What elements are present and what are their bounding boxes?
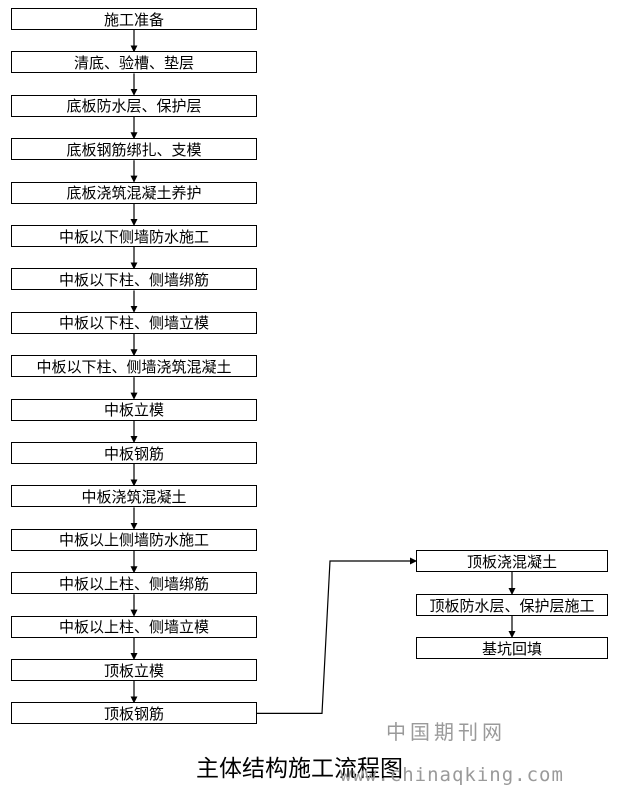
left-step-10: 中板立模 xyxy=(11,398,257,421)
left-step-2: 清底、验槽、垫层 xyxy=(11,51,257,74)
left-step-7: 中板以下柱、侧墙绑筋 xyxy=(11,268,257,291)
left-step-14: 中板以上柱、侧墙绑筋 xyxy=(11,572,257,595)
left-step-13: 中板以上侧墙防水施工 xyxy=(11,528,257,551)
left-step-15: 中板以上柱、侧墙立模 xyxy=(11,615,257,638)
left-step-9: 中板以下柱、侧墙浇筑混凝土 xyxy=(11,355,257,378)
flow-connector-left-to-right xyxy=(257,557,417,715)
left-step-12: 中板浇筑混凝土 xyxy=(11,485,257,508)
left-step-3: 底板防水层、保护层 xyxy=(11,94,257,117)
left-step-1: 施工准备 xyxy=(11,8,257,30)
left-step-6: 中板以下侧墙防水施工 xyxy=(11,225,257,247)
left-step-11: 中板钢筋 xyxy=(11,442,257,464)
left-step-17: 顶板钢筋 xyxy=(11,702,257,725)
left-step-4: 底板钢筋绑扎、支模 xyxy=(11,138,257,161)
watermark-url: www.chinaqking.com xyxy=(340,764,564,786)
left-step-16: 顶板立模 xyxy=(11,659,257,681)
right-step-2: 顶板防水层、保护层施工 xyxy=(416,594,608,616)
watermark-cn: 中国期刊网 xyxy=(386,720,506,744)
left-step-5: 底板浇筑混凝土养护 xyxy=(11,181,257,204)
right-step-3: 基坑回填 xyxy=(416,637,608,659)
left-step-8: 中板以下柱、侧墙立模 xyxy=(11,311,257,334)
right-step-1: 顶板浇混凝土 xyxy=(416,550,608,572)
diagram-caption: 主体结构施工流程图 xyxy=(196,756,403,782)
